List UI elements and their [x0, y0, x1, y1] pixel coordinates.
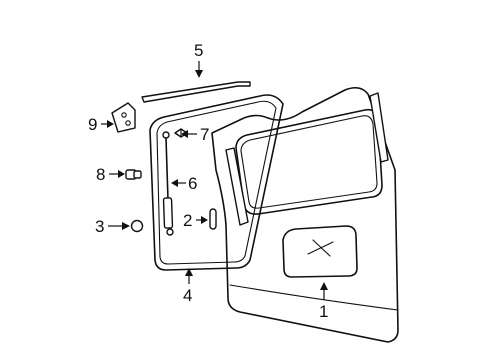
- callout-9: 9: [88, 115, 97, 134]
- leader-3: [108, 222, 130, 230]
- part-3-plug: [130, 219, 144, 233]
- callout-5: 5: [194, 41, 203, 60]
- part-4-weatherstrip: [149, 94, 284, 271]
- callout-2: 2: [183, 211, 192, 230]
- callout-8: 8: [96, 165, 105, 184]
- callout-1: 1: [319, 302, 328, 321]
- leader-9: [101, 120, 114, 128]
- part-2-pin: [209, 208, 217, 230]
- leader-5: [195, 61, 203, 78]
- part-9-hinge: [111, 102, 136, 133]
- part-8-bolt: [125, 169, 142, 180]
- callout-6: 6: [188, 174, 197, 193]
- part-6-gas-strut: [162, 131, 174, 236]
- leader-4: [185, 268, 193, 284]
- part-5-molding: [141, 81, 251, 103]
- leader-8: [109, 170, 125, 178]
- callout-7: 7: [200, 125, 209, 144]
- leader-2: [196, 216, 208, 224]
- callout-4: 4: [183, 286, 192, 305]
- callout-3: 3: [95, 217, 104, 236]
- leader-1: [320, 282, 328, 300]
- leader-7: [181, 130, 197, 138]
- part-1-liftgate: [211, 86, 399, 343]
- leader-6: [171, 179, 186, 187]
